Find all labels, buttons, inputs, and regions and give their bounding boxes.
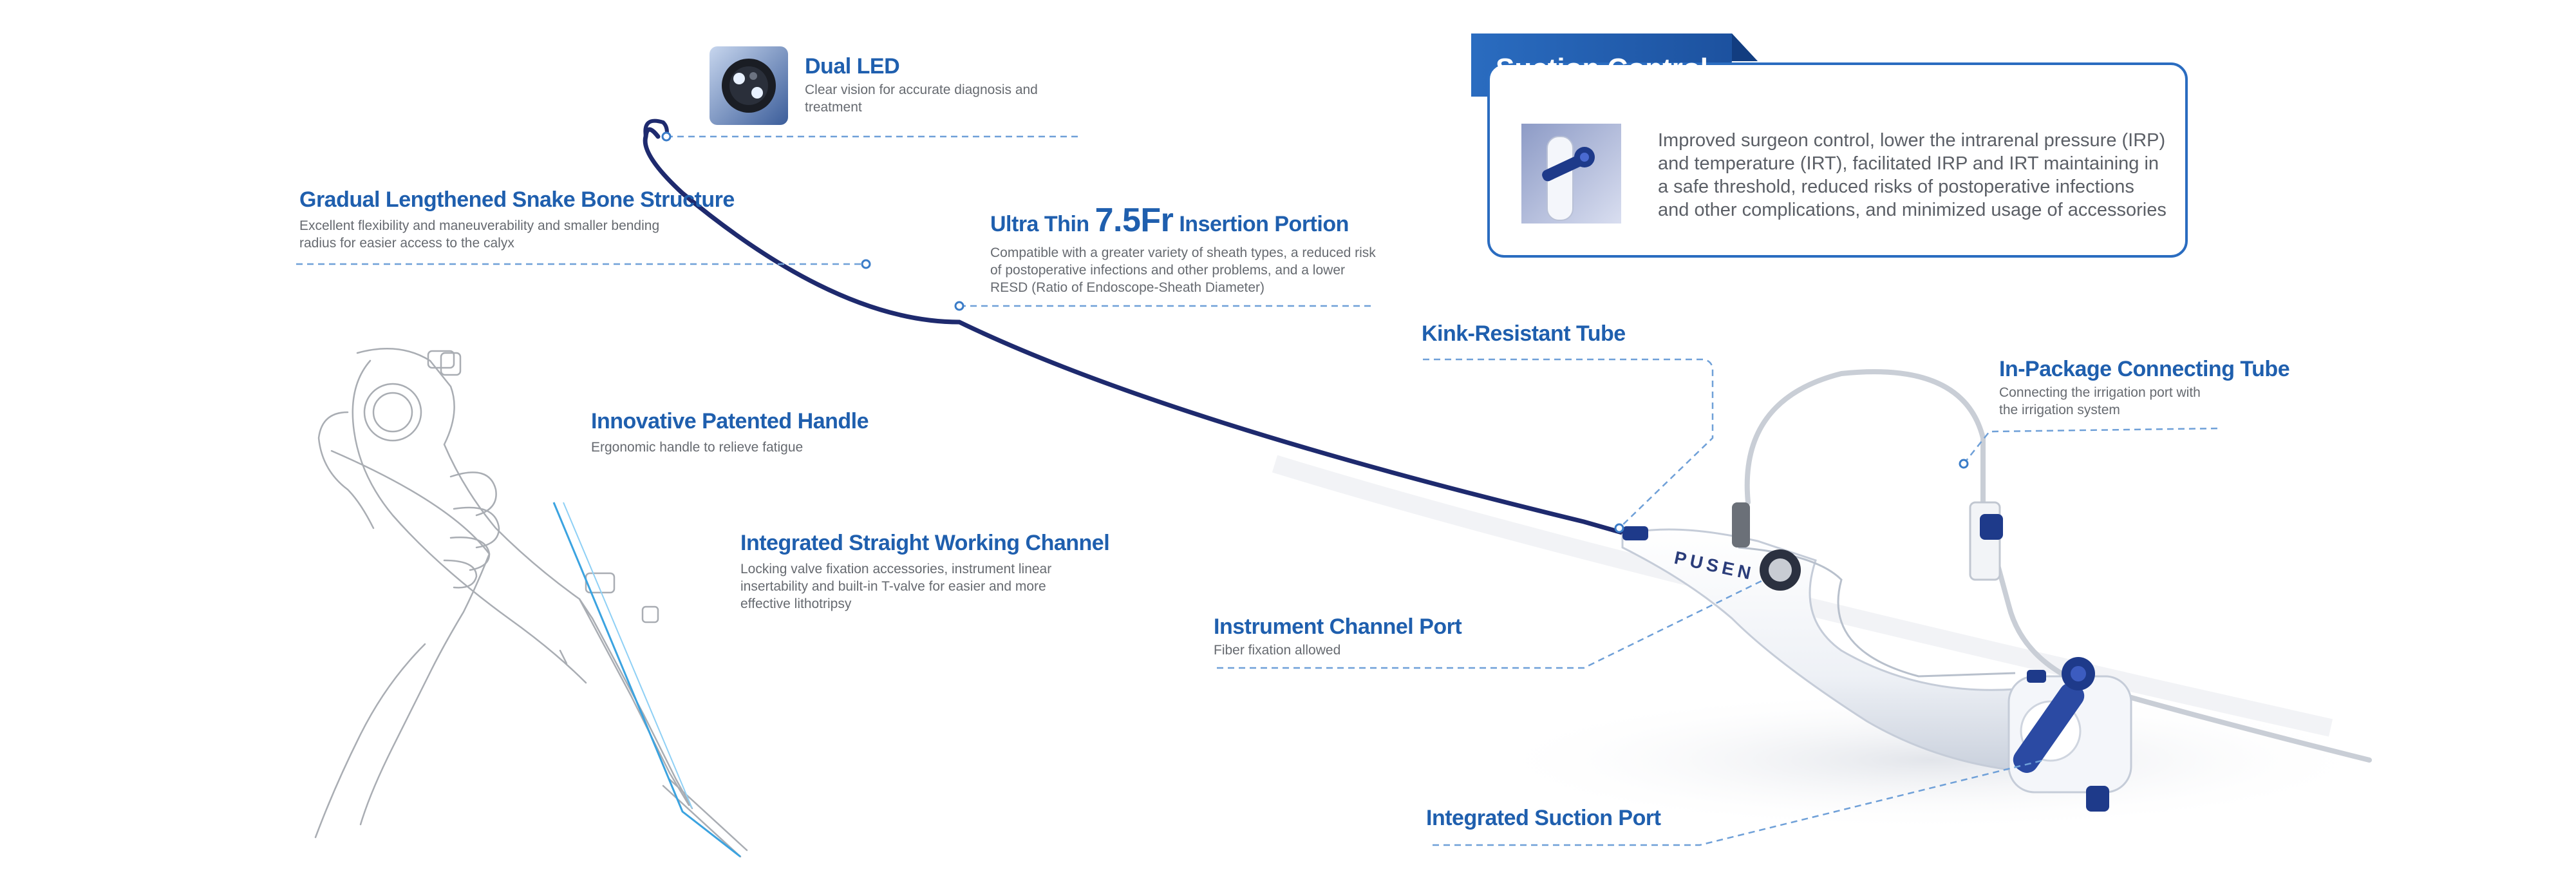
leader-suction-port <box>1433 759 2045 846</box>
feature-ultra-thin-title: Ultra Thin 7.5Fr Insertion Portion <box>990 202 1389 239</box>
feature-suction-port: Integrated Suction Port <box>1426 806 1735 830</box>
irrigation-clip <box>1980 514 2003 540</box>
feature-instrument-port-desc: Fiber fixation allowed <box>1214 643 1341 658</box>
dual-led-thumbnail <box>710 46 788 125</box>
insertion-shaft <box>643 127 1631 537</box>
feature-working-channel: Integrated Straight Working Channel Lock… <box>740 531 1110 613</box>
marker-shaft-1 <box>861 259 871 269</box>
feature-instrument-port: Instrument Channel Port Fiber fixation a… <box>1214 614 1523 659</box>
feature-connecting-tube-desc: Connecting the irrigation port with the … <box>1999 385 2201 418</box>
leader-connecting-tube <box>1963 427 2222 464</box>
leader-kink-tube <box>1423 358 1714 529</box>
feature-connecting-tube: In-Package Connecting Tube Connecting th… <box>1999 357 2308 419</box>
leader-lines <box>296 135 2222 846</box>
suction-control-title: Suction Control <box>1496 53 1708 84</box>
feature-kink-tube: Kink-Resistant Tube <box>1422 321 1679 346</box>
feature-snake-bone-title: Gradual Lengthened Snake Bone Structure <box>299 187 735 212</box>
feature-dual-led: Dual LED Clear vision for accurate diagn… <box>805 54 1075 116</box>
suction-control-panel: Suction Control Improved surgeon control… <box>1471 33 2199 258</box>
feature-snake-bone-desc: Excellent flexibility and maneuverabilit… <box>299 218 660 251</box>
feature-suction-port-title: Integrated Suction Port <box>1426 806 1661 830</box>
feature-handle-title: Innovative Patented Handle <box>591 409 869 433</box>
feature-working-channel-desc: Locking valve fixation accessories, inst… <box>740 562 1052 612</box>
feature-handle: Innovative Patented Handle Ergonomic han… <box>591 409 977 456</box>
suction-control-thumbnail <box>1521 124 1621 224</box>
device-shadow <box>1481 689 2382 831</box>
feature-handle-desc: Ergonomic handle to relieve fatigue <box>591 440 804 455</box>
feature-ultra-thin: Ultra Thin 7.5Fr Insertion Portion Compa… <box>990 202 1389 296</box>
feature-ultra-thin-title-big: 7.5Fr <box>1095 202 1174 239</box>
feature-ultra-thin-desc: Compatible with a greater variety of she… <box>990 245 1376 296</box>
feature-ultra-thin-title-prefix: Ultra Thin <box>990 212 1095 236</box>
marker-kink <box>1614 523 1624 533</box>
feature-connecting-tube-title: In-Package Connecting Tube <box>1999 357 2290 381</box>
working-channel-line <box>552 502 741 858</box>
scope-handle <box>1621 502 2132 812</box>
feature-instrument-port-title: Instrument Channel Port <box>1214 614 1462 639</box>
feature-snake-bone: Gradual Lengthened Snake Bone Structure … <box>299 187 735 252</box>
feature-dual-led-title: Dual LED <box>805 54 900 79</box>
leader-instrument-port <box>1217 578 1765 669</box>
marker-shaft-2 <box>954 301 964 311</box>
feature-ultra-thin-title-suffix: Insertion Portion <box>1173 212 1349 236</box>
marker-tip <box>661 131 672 142</box>
feature-dual-led-desc: Clear vision for accurate diagnosis and … <box>805 82 1038 115</box>
feature-kink-tube-title: Kink-Resistant Tube <box>1422 321 1626 346</box>
marker-connecting <box>1959 459 1969 469</box>
suction-control-text: Improved surgeon control, lower the intr… <box>1658 130 2167 220</box>
feature-working-channel-title: Integrated Straight Working Channel <box>740 531 1110 555</box>
